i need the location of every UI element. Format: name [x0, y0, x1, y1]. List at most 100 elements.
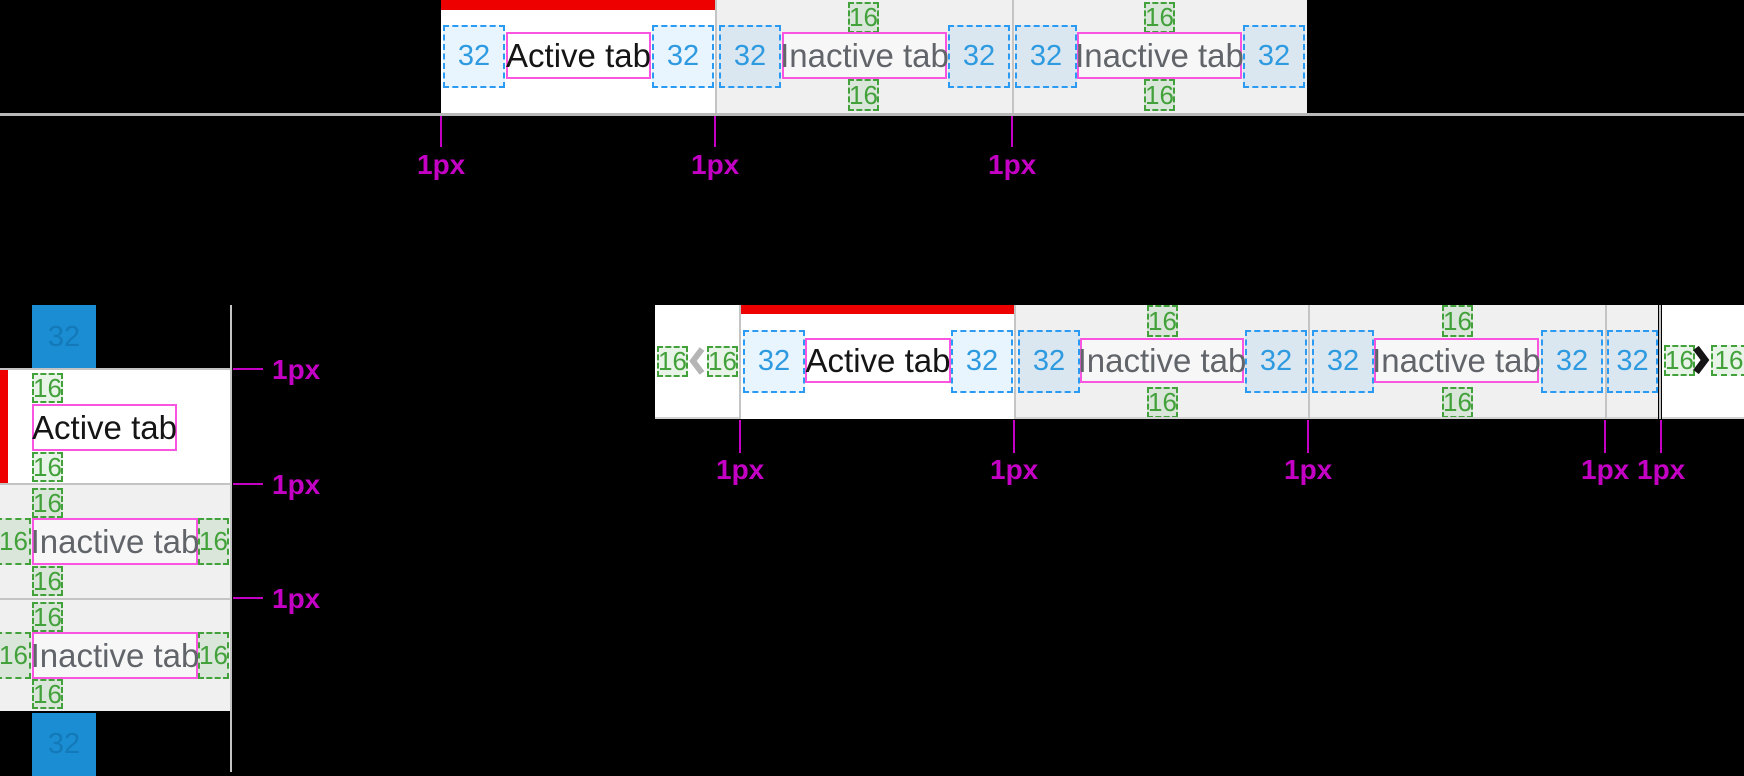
border-width-label: 1px — [1581, 454, 1630, 485]
measure-tick — [233, 597, 263, 599]
measure-tick — [233, 483, 263, 485]
spacing-box-32: 32 — [719, 25, 781, 88]
measure-tick — [739, 420, 741, 453]
vtab-divider — [0, 598, 231, 600]
tab-inactive-1[interactable]: 32 16 Inactive tab 16 32 — [717, 0, 1012, 113]
spacing-box-16: 16 — [198, 518, 229, 565]
horizontal-tabbar: 32 Active tab 32 32 16 Inactive tab 16 3… — [441, 0, 1307, 113]
tab-label-box: Active tab — [805, 338, 951, 383]
tab-active[interactable]: 32 Active tab 32 — [741, 305, 1014, 419]
vtab-inactive-2[interactable]: 16 16 Inactive tab 16 16 — [0, 600, 230, 711]
spacing-box-32: 32 — [743, 330, 805, 393]
tab-label-box: Active tab — [32, 404, 177, 451]
tab-inactive-2[interactable]: 32 16 Inactive tab 16 32 — [1014, 0, 1307, 113]
spacing-box-16: 16 — [1442, 387, 1473, 418]
spacing-box-16: 16 — [32, 601, 63, 632]
spacing-box-16: 16 — [32, 565, 63, 596]
spacing-box-32: 32 — [951, 330, 1013, 393]
scroll-right-button[interactable]: 16 16 — [1662, 305, 1744, 419]
spacing-box-32: 32 — [1245, 330, 1307, 393]
spacing-box-16: 16 — [707, 346, 738, 377]
tab-divider — [1014, 305, 1016, 419]
tab-inactive-1[interactable]: 32 16 Inactive tab 16 32 — [1016, 305, 1308, 419]
measure-tick — [714, 116, 716, 147]
tab-divider — [715, 0, 717, 113]
tab-divider — [1605, 305, 1607, 419]
vtab-inactive-1[interactable]: 16 16 Inactive tab 16 16 — [0, 485, 230, 598]
measure-tick — [233, 368, 263, 370]
border-width-label: 1px — [716, 454, 765, 485]
spacing-box-16: 16 — [1664, 345, 1695, 376]
spacing-box-16: 16 — [32, 372, 63, 403]
spacing-box-16: 16 — [1147, 387, 1178, 418]
tab-label-box: Inactive tab — [31, 518, 199, 565]
spacing-box-16: 16 — [1144, 2, 1175, 33]
spacing-box-16: 16 — [848, 79, 879, 111]
spacing-block-32-top: 32 — [32, 305, 96, 369]
spacing-box-16: 16 — [32, 451, 63, 482]
vtab-divider — [0, 483, 231, 485]
tab-label-box: Inactive tab — [31, 632, 199, 679]
border-width-label: 1px — [1284, 454, 1333, 485]
tab-bottom-border — [1310, 417, 1605, 419]
tab-partial[interactable]: 32 — [1607, 305, 1658, 419]
measure-tick — [1307, 420, 1309, 453]
vertical-list-top-border — [0, 368, 231, 370]
tabbar-right-border — [1659, 305, 1661, 419]
vertical-list-right-border — [230, 305, 232, 772]
tab-divider — [1012, 0, 1014, 113]
spacing-box-32: 32 — [652, 25, 714, 88]
tab-bottom-border — [1607, 417, 1658, 419]
border-width-label: 1px — [988, 149, 1037, 180]
spacing-block-32-bottom: 32 — [32, 713, 96, 776]
border-width-label: 1px — [272, 354, 321, 385]
scroll-button-border — [1662, 417, 1744, 419]
spacing-box-32: 32 — [1312, 330, 1374, 393]
spacing-box-16: 16 — [198, 632, 229, 679]
spacing-box-16: 16 — [1442, 305, 1473, 337]
measure-tick — [1604, 420, 1606, 453]
spacing-box-16: 16 — [1147, 305, 1178, 337]
tab-label-box: Inactive tab — [1075, 32, 1244, 79]
chevron-left-icon — [688, 345, 706, 382]
tab-label-box: Inactive tab — [1372, 338, 1541, 383]
spacing-box-16: 16 — [657, 346, 688, 377]
tab-active[interactable]: 32 Active tab 32 — [441, 0, 715, 113]
spacing-box-32: 32 — [443, 25, 505, 88]
spacing-box-32: 32 — [1015, 25, 1077, 88]
active-tab-indicator — [0, 370, 8, 483]
tab-inactive-2[interactable]: 32 16 Inactive tab 16 32 — [1310, 305, 1605, 419]
measure-tick — [440, 116, 442, 147]
border-width-label: 1px — [1637, 454, 1686, 485]
border-width-label: 1px — [990, 454, 1039, 485]
measure-tick — [1011, 116, 1013, 147]
spacing-box-16: 16 — [32, 678, 63, 709]
tab-label-box: Inactive tab — [780, 32, 949, 79]
spacing-box-16: 16 — [0, 632, 31, 679]
spacing-box-16: 16 — [1144, 79, 1175, 111]
border-width-label: 1px — [272, 469, 321, 500]
active-tab-indicator — [741, 305, 1014, 314]
spacing-box-16: 16 — [0, 518, 31, 565]
spacing-box-16: 16 — [1711, 345, 1744, 376]
spacing-box-16: 16 — [848, 2, 879, 33]
tab-label-box: Inactive tab — [1078, 338, 1246, 383]
chevron-right-icon — [1692, 344, 1710, 381]
vtab-active[interactable]: 16 Active tab 16 — [0, 370, 230, 483]
measure-tick — [1013, 420, 1015, 453]
measure-tick — [1660, 420, 1662, 453]
spacing-box-32: 32 — [1018, 330, 1080, 393]
spacing-box-32: 32 — [1607, 330, 1658, 393]
overflow-tabbar: 16 16 32 Active tab 32 32 16 Inactive ta… — [655, 305, 1744, 419]
border-width-label: 1px — [691, 149, 740, 180]
spacing-box-32: 32 — [948, 25, 1010, 88]
border-width-label: 1px — [272, 583, 321, 614]
scroll-left-button[interactable]: 16 16 — [655, 305, 739, 419]
tab-bottom-border — [1016, 417, 1308, 419]
spacing-box-32: 32 — [1541, 330, 1603, 393]
tab-divider — [739, 305, 741, 419]
tab-label-box: Active tab — [506, 32, 651, 79]
spacing-box-32: 32 — [1243, 25, 1305, 88]
border-width-label: 1px — [417, 149, 466, 180]
